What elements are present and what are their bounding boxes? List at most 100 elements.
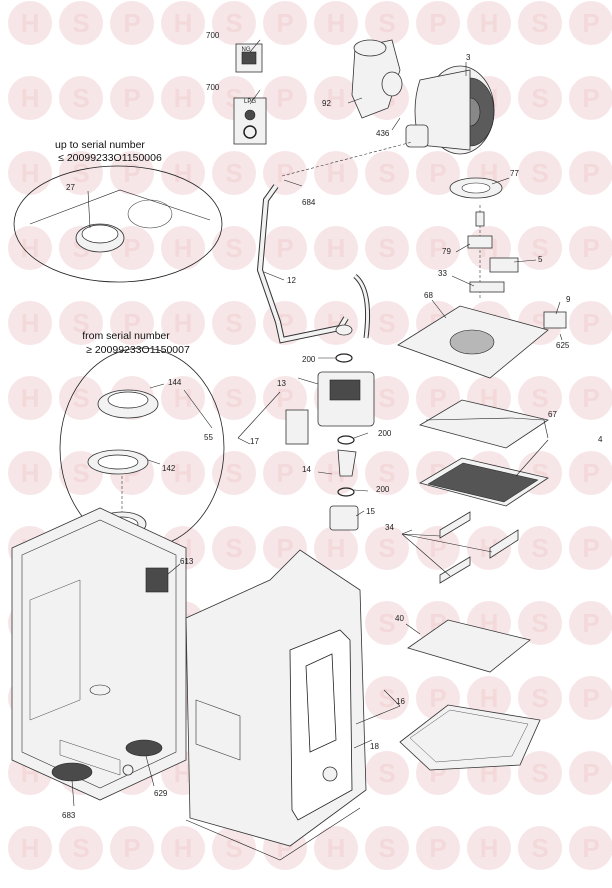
watermark-circle [212,376,256,420]
watermark-circle [59,376,103,420]
watermark-letter: P [276,383,293,413]
watermark-letter: H [21,158,40,188]
watermark-circle [365,226,409,270]
watermark-letter: H [174,833,193,863]
watermark-circle [518,676,562,720]
watermark-circle [8,151,52,195]
watermark-letter: S [72,83,89,113]
watermark-circle [518,376,562,420]
watermark-circle [365,151,409,195]
watermark-letter: P [276,533,293,563]
text-labels: up to serial number ≤ 20099233O1150006 f… [55,31,603,820]
watermark-letter: S [72,833,89,863]
part-label-34: 34 [385,523,394,532]
watermark-letter: H [174,308,193,338]
burner [418,457,549,507]
watermark-circle [518,601,562,645]
watermark-circle [161,76,205,120]
watermark-circle [8,451,52,495]
watermark-circle [263,76,307,120]
watermark-circle [518,1,562,45]
watermark-circle [212,526,256,570]
watermark-letter: S [225,833,242,863]
lpg-label: LPG [244,99,256,105]
air-adapter [351,39,403,119]
watermark-circle [110,151,154,195]
watermark-circle [314,76,358,120]
part-label-3: 3 [466,53,471,62]
watermark-circle [110,301,154,345]
part-label-14: 14 [302,465,311,474]
watermark-letter: S [225,158,242,188]
watermark-letter: S [225,458,242,488]
watermark-letter: P [123,158,140,188]
watermark-circle [365,301,409,345]
part-label-144: 144 [168,378,182,387]
watermark-letter: S [531,683,548,713]
part-label-684: 684 [302,198,316,207]
watermark-circle [8,76,52,120]
part-label-700b: 700 [206,83,220,92]
watermark-circle [161,376,205,420]
watermark-letter: P [582,758,599,788]
watermark-letter: H [174,158,193,188]
watermark-circle [161,301,205,345]
from-serial-number: ≥ 20099233O1150007 [86,344,190,356]
old-flue-parts [29,189,211,253]
from-serial-title: from serial number [82,330,170,342]
part-label-200c: 200 [376,485,390,494]
part-label-142: 142 [162,464,176,473]
part-label-700a: 700 [206,31,220,40]
watermark-circle [467,676,511,720]
watermark-circle [365,376,409,420]
watermark-letter: S [378,383,395,413]
watermark-letter: P [123,308,140,338]
watermark-circle [569,601,612,645]
watermark-circle [314,526,358,570]
part-label-613: 613 [180,557,194,566]
watermark-letter: P [582,83,599,113]
watermark-letter: P [582,158,599,188]
part-label-67: 67 [548,410,557,419]
watermark-letter: H [480,8,499,38]
watermark-circle [365,826,409,870]
watermark-letter: S [72,8,89,38]
watermark-circle [110,76,154,120]
part-label-436: 436 [376,129,390,138]
watermark-letter: P [582,833,599,863]
part-label-629: 629 [154,789,168,798]
watermark-letter: S [531,83,548,113]
part-label-625: 625 [556,341,570,350]
watermark-letter: P [123,233,140,263]
watermark-circle [263,451,307,495]
watermark-letter: S [72,383,89,413]
watermark-letter: S [531,533,548,563]
watermark-letter: S [378,533,395,563]
part-label-68: 68 [424,291,433,300]
watermark-letter: H [174,233,193,263]
watermark-letter: H [21,383,40,413]
part-label-4: 4 [598,435,603,444]
watermark-circle [8,301,52,345]
watermark-letter: S [378,308,395,338]
watermark-letter: H [21,833,40,863]
heat-exchanger-gasket [407,619,531,673]
part-label-40: 40 [395,614,404,623]
watermark-circle [110,1,154,45]
watermark-letter: H [174,758,193,788]
watermark-letter: H [174,383,193,413]
watermark-letter: H [21,8,40,38]
watermark-circle [212,826,256,870]
part-label-27: 27 [66,183,75,192]
watermark-letter: S [378,608,395,638]
watermark-letter: P [582,458,599,488]
watermark-letter: H [21,308,40,338]
watermark-letter: P [582,533,599,563]
watermark-letter: H [480,683,499,713]
watermark-circle [416,226,460,270]
watermark-letter: H [327,533,346,563]
watermark-letter: P [276,158,293,188]
part-label-5: 5 [538,255,543,264]
watermark-letter: P [582,383,599,413]
upto-serial-number: ≤ 20099233O1150006 [58,152,162,164]
